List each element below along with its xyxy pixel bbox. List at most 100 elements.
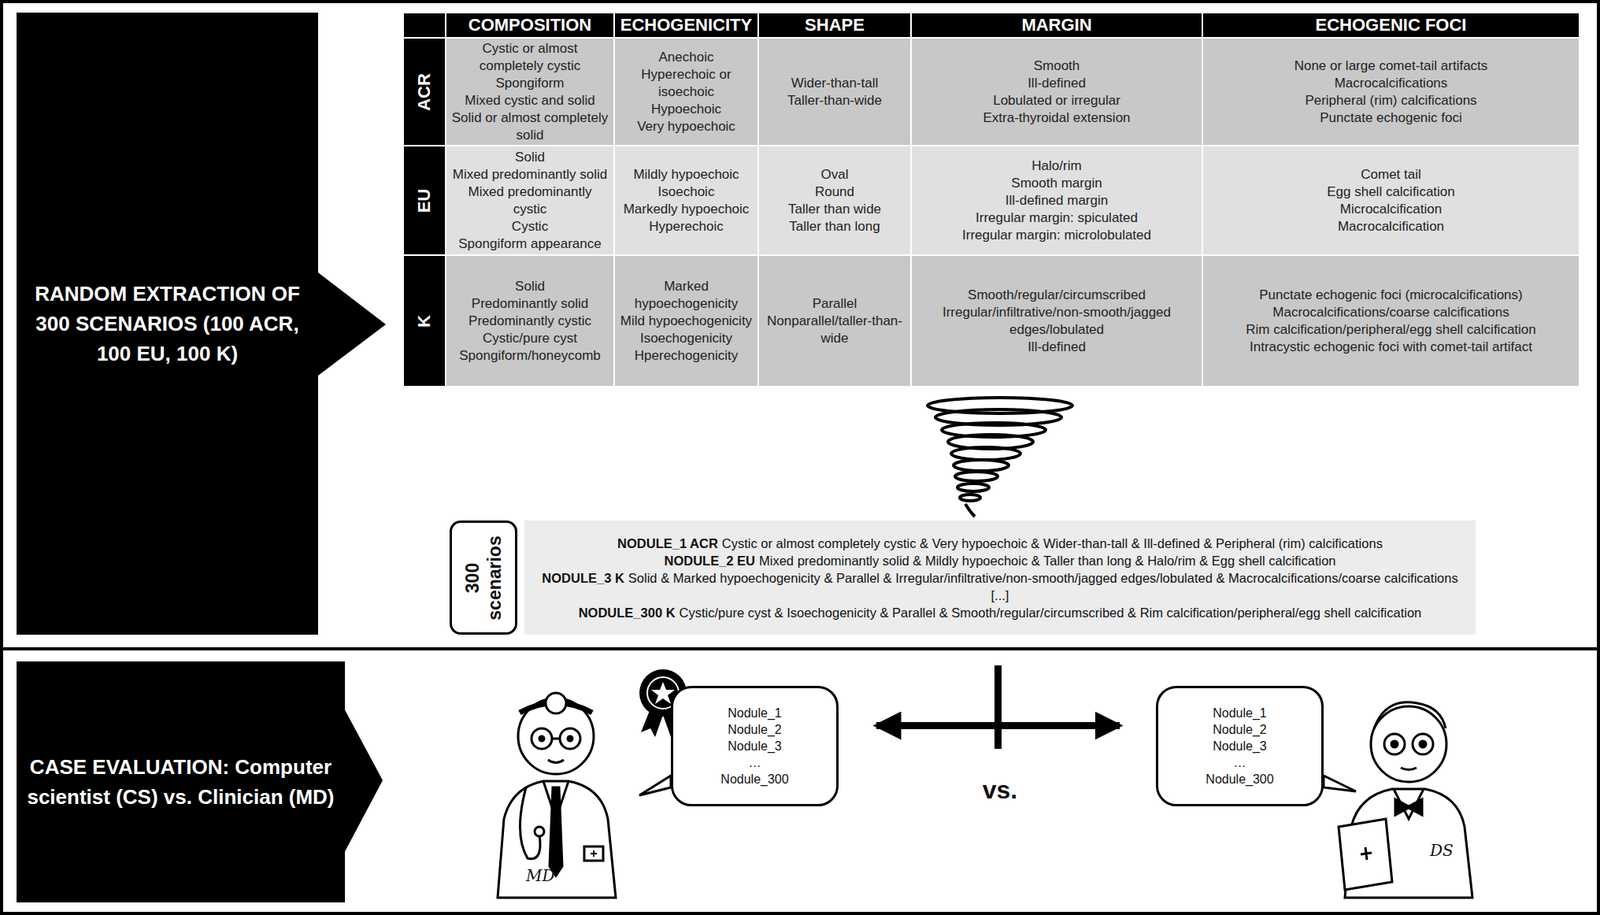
table-cell-item: Halo/rim <box>1031 157 1082 175</box>
table-cell-item: Mild hypoechogenicity <box>620 312 752 330</box>
scenario-panel: NODULE_1 ACRCystic or almost completely … <box>524 520 1476 635</box>
table-cell-item: Comet tail <box>1360 166 1422 184</box>
table-cell-item: Smooth <box>1033 57 1081 75</box>
figure-tag: MD <box>525 866 556 886</box>
black-title-box: RANDOM EXTRACTION OF 300 SCENARIOS (100 … <box>16 12 319 635</box>
doctor-figure <box>497 692 616 898</box>
table-cell-item: Oval <box>821 166 849 184</box>
table-header-cell: SHAPE <box>758 12 912 38</box>
data-scientist-figure <box>1338 702 1473 898</box>
row-header: K <box>414 314 435 328</box>
row-header: EU <box>414 188 435 213</box>
table-cell: ParallelNonparallel/taller-than-wide <box>758 255 912 387</box>
scenario-line: NODULE_3 KSolid & Marked hypoechogenicit… <box>541 569 1458 587</box>
table-cell-item: Hperechogenicity <box>634 347 738 365</box>
table-cell: SolidMixed predominantly solidMixed pred… <box>445 145 615 256</box>
column-header: ECHOGENICITY <box>620 14 752 36</box>
table-cell-item: Hyperechoic or isoechoic <box>619 66 753 101</box>
table-cell-item: Macrocalcifications <box>1334 74 1449 93</box>
table-cell-item: Extra-thyroidal extension <box>982 109 1130 127</box>
table-cell-item: Ill-defined margin <box>1005 192 1108 210</box>
table-cell-item: Macrocalcification <box>1337 218 1445 236</box>
table-cell-item: Round <box>814 183 855 201</box>
scenario-line: NODULE_2 EUMixed predominantly solid & M… <box>664 551 1337 570</box>
table-cell-item: Cystic <box>511 218 549 236</box>
column-header: SHAPE <box>804 14 865 36</box>
tornado <box>927 397 1073 517</box>
table-cell: Halo/rimSmooth marginIll-defined marginI… <box>911 145 1203 256</box>
table-cell-item: Isoechoic <box>658 183 715 201</box>
table-cell: Smooth/regular/circumscribedIrregular/in… <box>911 255 1203 387</box>
table-header-cell: MARGIN <box>911 12 1203 38</box>
table-cell-item: Very hypoechoic <box>637 118 736 136</box>
table-cell-item: Hypoechoic <box>651 100 722 119</box>
scenario-line: NODULE_1 ACRCystic or almost completely … <box>617 534 1383 552</box>
table-cell-item: Mildly hypoechoic <box>633 166 739 184</box>
table-cell-item: Cystic/pure cyst <box>482 329 578 348</box>
chevron <box>341 703 383 858</box>
table-header-cell: ECHOGENIC FOCI <box>1202 12 1580 38</box>
nodule-id: NODULE_300 K <box>578 605 676 620</box>
row-header: ACR <box>414 73 435 112</box>
ellipsis-note: [...] <box>991 588 1010 603</box>
table-cell: Wider-than-tallTaller-than-wide <box>758 37 912 146</box>
table-cell-item: Taller than long <box>788 218 880 236</box>
scenario-count-box: 300 scenarios <box>449 520 518 635</box>
table-cell-item: Taller than wide <box>788 200 882 219</box>
node-text: Nodule_300 <box>720 770 789 788</box>
nodule-id: NODULE_1 ACR <box>617 536 719 551</box>
table-cell: Marked hypoechogenicityMild hypoechogeni… <box>614 255 759 387</box>
scenario-description: Solid & Marked hypoechogenicity & Parall… <box>628 570 1459 586</box>
table-cell-item: Wider-than-tall <box>791 74 879 93</box>
t-stem <box>994 665 1002 749</box>
table-cell-item: None or large comet-tail artifacts <box>1294 57 1489 75</box>
table-cell-item: Peripheral (rim) calcifications <box>1304 92 1477 110</box>
table-cell-item: Spongiform/honeycomb <box>459 347 601 365</box>
table-cell-item: Intracystic echogenic foci with comet-ta… <box>1249 338 1533 356</box>
node-text: Nodule_300 <box>1205 770 1274 788</box>
table-cell-item: Punctate echogenic foci (microcalcificat… <box>1259 286 1523 304</box>
node-text: Nodule_2 <box>1212 721 1267 738</box>
table-cell-item: Anechoic <box>659 48 715 67</box>
table-cell-item: Mixed predominantly cystic <box>451 183 609 219</box>
scenario-line: [...] <box>991 586 1010 604</box>
column-header: MARGIN <box>1021 14 1092 36</box>
node-text: Nodule_1 <box>1212 704 1267 722</box>
table-header-cell: ECHOGENICITY <box>614 12 759 38</box>
table-cell-item: Microcalcification <box>1340 200 1442 219</box>
node-text: 300 scenarios <box>461 526 506 630</box>
table-cell-item: Marked hypoechogenicity <box>619 277 753 313</box>
nodule-id: NODULE_3 K <box>541 570 625 586</box>
column-header: COMPOSITION <box>468 14 592 36</box>
table-cell: AnechoicHyperechoic or isoechoicHypoecho… <box>614 37 759 146</box>
table-cell-item: Mixed predominantly solid <box>452 166 608 184</box>
node-text: Nodule_2 <box>727 721 782 738</box>
black-title-box: CASE EVALUATION: Computer scientist (CS)… <box>16 661 345 903</box>
table-cell: Mildly hypoechoicIsoechoicMarkedly hypoe… <box>614 145 759 256</box>
table-cell: Cystic or almost completely cysticSpongi… <box>445 37 615 146</box>
table-cell-item: Isoechogenicity <box>640 329 733 348</box>
bubble-tail <box>639 775 671 796</box>
table-header-cell: COMPOSITION <box>445 12 615 38</box>
scenario-line: NODULE_300 KCystic/pure cyst & Isoechoge… <box>578 603 1423 622</box>
table-cell-item: Spongiform appearance <box>458 235 601 253</box>
node-text: Nodule_3 <box>1212 737 1267 755</box>
table-cell-item: Irregular margin: spiculated <box>975 209 1138 227</box>
table-cell-item: Mixed cystic and solid <box>464 92 595 110</box>
table-cell-item: Lobulated or irregular <box>992 92 1121 110</box>
table-cell-item: Ill-defined <box>1027 338 1086 356</box>
table-cell: SolidPredominantly solidPredominantly cy… <box>445 255 615 387</box>
row-header-cell: EU <box>403 145 446 256</box>
table-cell-item: Egg shell calcification <box>1326 183 1456 201</box>
figure-tag: DS <box>1429 840 1454 860</box>
table-cell-item: Taller-than-wide <box>787 92 882 110</box>
table-cell-item: Punctate echogenic foci <box>1319 109 1463 127</box>
table-cell-item: Cystic or almost completely cystic <box>451 40 609 75</box>
table-cell-item: Solid <box>514 277 545 296</box>
row-header-cell: K <box>403 255 446 387</box>
table-cell-item: Predominantly cystic <box>468 312 592 330</box>
node-text: … <box>1233 754 1247 771</box>
table-cell-item: Hyperechoic <box>648 218 724 236</box>
bubble-tail <box>1323 775 1356 792</box>
row-header-cell: ACR <box>403 37 446 146</box>
